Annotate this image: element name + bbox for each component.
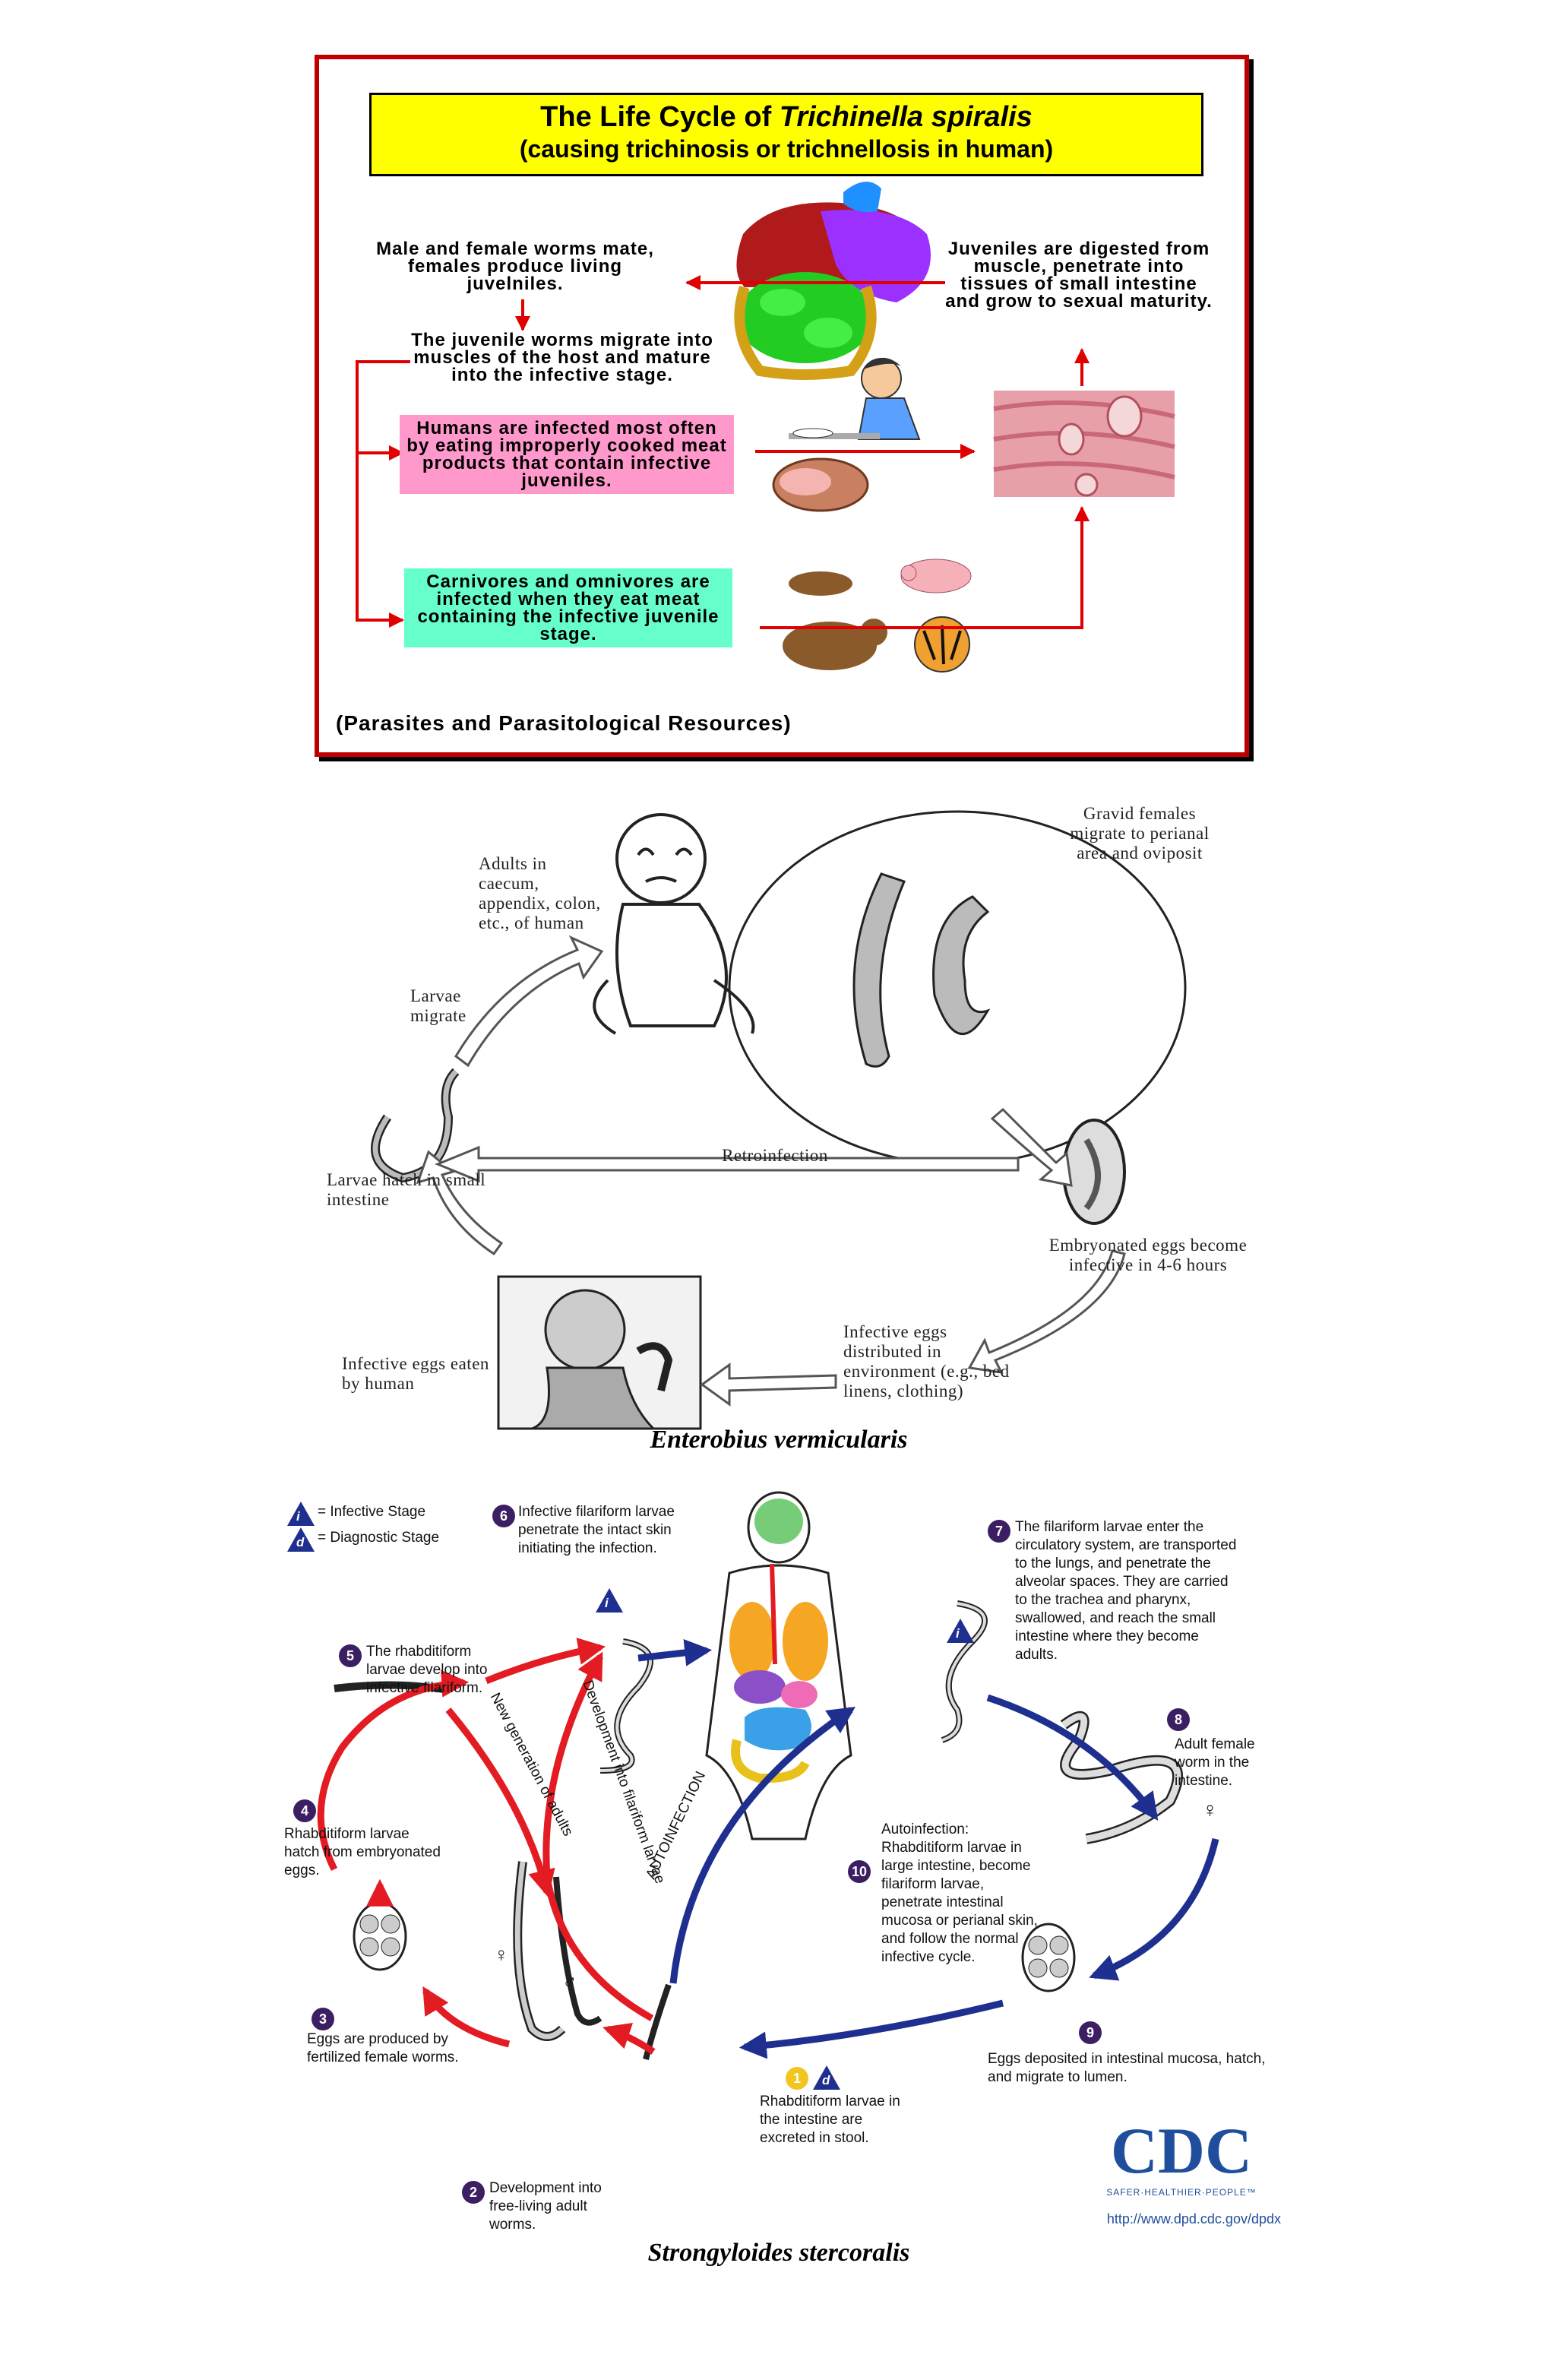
enterobius-diagram bbox=[371, 810, 1187, 1430]
arrow-step7-to-8 bbox=[986, 1694, 1159, 1821]
enterobius-panel: Adults in caecum, appendix, colon, etc.,… bbox=[304, 783, 1254, 1467]
strongyloides-panel: i = Infective Stage d = Diagnostic Stage… bbox=[274, 1482, 1284, 2249]
step4-text: Rhabditiform larvae hatch from embryonat… bbox=[284, 1826, 441, 1878]
step7-badge: 7 bbox=[988, 1520, 1010, 1543]
gravid-female-worm-curled bbox=[932, 895, 991, 1036]
step4-badge: 4 bbox=[293, 1799, 316, 1822]
egg-cluster-right bbox=[1021, 1923, 1076, 1992]
larvae-hatch-label: Larvae hatch in small intestine bbox=[327, 1170, 486, 1209]
legend-diagnostic-label: = Diagnostic Stage bbox=[318, 1530, 440, 1546]
gravid-females-label: Gravid females migrate to perianal area … bbox=[1070, 804, 1210, 862]
arrow-autoinfection bbox=[669, 1707, 855, 1984]
parasitic-cycle-arrows bbox=[637, 1638, 1219, 2059]
adults-label: Adults in caecum, appendix, colon, etc.,… bbox=[479, 854, 601, 932]
cdc-logo: CDC bbox=[1110, 2114, 1253, 2187]
arrow-to-eaten bbox=[700, 1362, 837, 1407]
trichinella-title: The Life Cycle of Trichinella spiralis bbox=[540, 101, 1033, 133]
cdc-logo-box bbox=[1096, 2109, 1267, 2216]
cdc-url: http://www.dpd.cdc.gov/dpdx bbox=[1106, 2211, 1281, 2227]
legend-infective-label: = Infective Stage bbox=[318, 1504, 426, 1520]
arrow-to-embryonated-eggs bbox=[990, 1107, 1073, 1187]
migrate-text: The juvenile worms migrate into muscles … bbox=[411, 330, 713, 385]
infective-eggs-eaten-label: Infective eggs eaten by human bbox=[342, 1354, 489, 1393]
arrow-development-filariform bbox=[542, 1651, 654, 2021]
embryonated-eggs-label: Embryonated eggs become infective in 4-6… bbox=[1048, 1236, 1248, 1274]
retroinfection-label: Retroinfection bbox=[722, 1146, 828, 1165]
step1-badge: 1 bbox=[786, 2067, 808, 2090]
free-living-cycle-arrows bbox=[317, 1638, 656, 2055]
enterobius-caption: Enterobius vermicularis bbox=[650, 1426, 908, 1454]
arrow-step8-to-9 bbox=[1089, 1837, 1219, 1981]
trichinella-diagram bbox=[356, 182, 1175, 673]
arrow-step2-to-3 bbox=[422, 1986, 511, 2048]
male-symbol: ♂ bbox=[562, 1970, 577, 1993]
animals-illustration bbox=[783, 559, 972, 673]
larvae-migrate-label: Larvae migrate bbox=[410, 986, 466, 1025]
embryonated-egg-illustration bbox=[1062, 1119, 1126, 1225]
step10-badge: 10 bbox=[848, 1860, 871, 1883]
step6-text: Infective filariform larvae penetrate th… bbox=[518, 1504, 675, 1556]
meat-illustration bbox=[772, 457, 869, 512]
cdc-tagline: SAFER·HEALTHIER·PEOPLE™ bbox=[1106, 2187, 1257, 2198]
egg-cluster-left bbox=[353, 1901, 407, 1971]
step8-text: Adult female worm in the intestine. bbox=[1175, 1736, 1255, 1789]
step2-badge: 2 bbox=[462, 2181, 485, 2204]
human-body-illustration bbox=[705, 1491, 852, 1840]
arrow-step9-to-1 bbox=[738, 1999, 1004, 2059]
arrow-larvae-migrate bbox=[454, 935, 604, 1068]
arrow-loop-to-carnivores bbox=[356, 360, 410, 628]
carnivores-infected-box: Carnivores and omnivores are infected wh… bbox=[404, 568, 732, 647]
strongyloides-diagram bbox=[317, 1491, 1267, 2216]
female-symbol: ♀ bbox=[494, 1943, 509, 1966]
gravid-female-worm-straight bbox=[852, 872, 906, 1068]
person-eating-eggs-illustration bbox=[497, 1275, 702, 1430]
arrow-step6-to-body bbox=[637, 1638, 713, 1666]
diagnostic-stage-marker: d bbox=[813, 2065, 840, 2090]
mate-text: Male and female worms mate, females prod… bbox=[376, 239, 654, 294]
strongyloides-caption: Strongyloides stercoralis bbox=[647, 2239, 910, 2267]
infective-stage-marker-skin: i bbox=[596, 1588, 623, 1613]
step3-text: Eggs are produced by fertilized female w… bbox=[307, 2031, 459, 2065]
humans-infected-box: Humans are infected most often by eating… bbox=[400, 415, 734, 494]
muscle-tissue-illustration bbox=[993, 391, 1175, 497]
step8-badge: 8 bbox=[1167, 1708, 1190, 1731]
child-illustration bbox=[593, 813, 755, 1035]
step9-text: Eggs deposited in intestinal mucosa, hat… bbox=[988, 2051, 1266, 2085]
step6-badge: 6 bbox=[492, 1505, 515, 1527]
arrow-new-generation bbox=[445, 1707, 555, 1897]
step7-text: The filariform larvae enter the circulat… bbox=[1015, 1519, 1237, 1663]
trichinella-subtitle: (causing trichinosis or trichnellosis in… bbox=[519, 135, 1054, 163]
step2-text: Development into free-living adult worms… bbox=[489, 2180, 602, 2233]
step9-badge: 9 bbox=[1079, 2021, 1102, 2044]
diagnostic-stage-icon: d bbox=[287, 1527, 315, 1552]
step5-badge: 5 bbox=[339, 1644, 362, 1667]
retroinfection-arrow bbox=[435, 1145, 1020, 1183]
arrow-to-environment bbox=[967, 1249, 1126, 1374]
arrow-step1-to-2 bbox=[602, 2023, 656, 2055]
trichinella-panel: The Life Cycle of Trichinella spiralis (… bbox=[315, 55, 1249, 757]
step1-text: Rhabditiform larvae in the intestine are… bbox=[760, 2094, 900, 2146]
infective-stage-icon: i bbox=[287, 1502, 315, 1526]
arrow-step4-to-5 bbox=[317, 1669, 470, 1872]
step3-badge: 3 bbox=[312, 2008, 334, 2030]
trichinella-title-box: The Life Cycle of Trichinella spiralis (… bbox=[369, 93, 1203, 176]
juveniles-digested-text: Juveniles are digested from muscle, pene… bbox=[945, 239, 1213, 312]
step5-text: The rhabditiform larvae develop into inf… bbox=[366, 1644, 488, 1696]
person-eating-illustration bbox=[789, 357, 921, 440]
arrow-carnivores-to-muscle bbox=[760, 506, 1090, 629]
step8-female-symbol: ♀ bbox=[1202, 1798, 1218, 1821]
enterobius-cycle-arrows bbox=[416, 935, 1126, 1407]
step10-text: Autoinfection: Rhabditiform larvae in la… bbox=[881, 1821, 1038, 1965]
digestive-system-illustration bbox=[734, 182, 931, 380]
rhabditiform-larva-stool bbox=[643, 1983, 672, 2060]
source-credit: (Parasites and Parasitological Resources… bbox=[336, 711, 792, 735]
infective-eggs-environment-label: Infective eggs distributed in environmen… bbox=[843, 1322, 1010, 1400]
infective-stage-marker-circulatory: i bbox=[947, 1619, 974, 1643]
arrow-step5-to-6 bbox=[485, 1638, 606, 1685]
